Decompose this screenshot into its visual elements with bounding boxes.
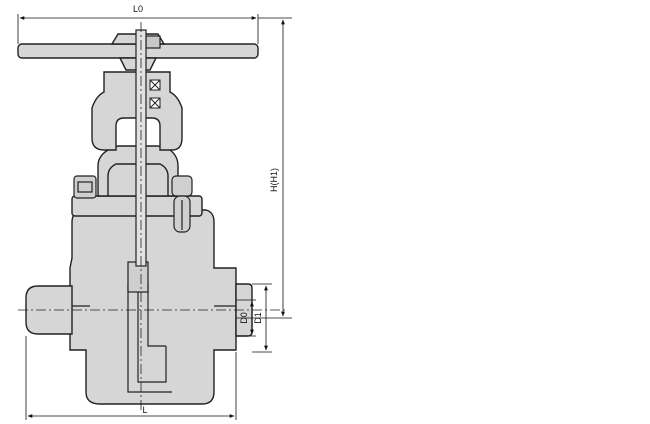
packing-marks [149,79,161,109]
dim-L-label: L [142,405,147,415]
valve-body [69,195,237,405]
dim-H [236,17,292,319]
left-bonnet-bolt [73,175,97,199]
dim-L0-label: L0 [133,4,143,14]
dim-H-label: H(H1) [269,168,279,192]
dim-D0-label: D0 [239,312,249,324]
body-internal-lines [72,282,236,393]
dim-D1 [252,283,272,353]
handwheel-nut [145,35,161,49]
right-grease-fitting [171,175,193,233]
dim-L [25,336,237,420]
dim-L0 [17,14,259,44]
dim-D1-label: D1 [253,312,263,324]
dim-D0 [236,299,256,337]
